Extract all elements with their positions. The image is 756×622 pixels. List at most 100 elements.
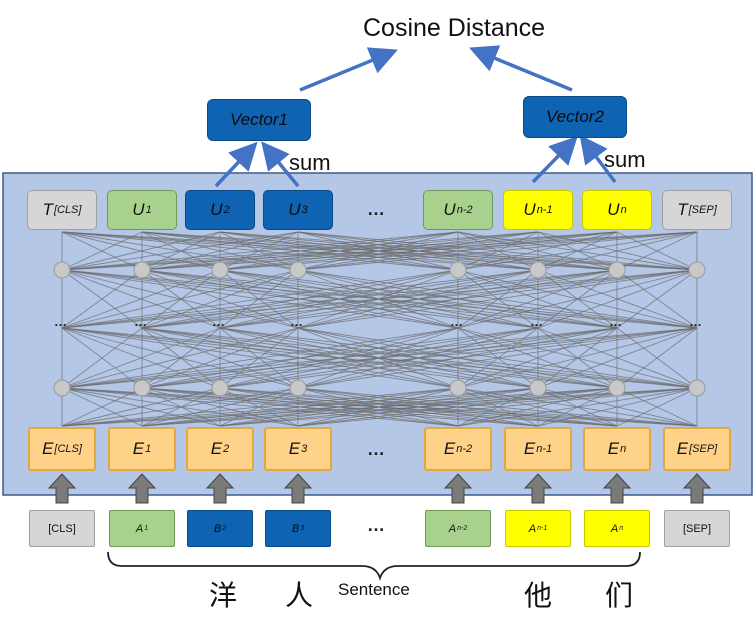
edge — [61, 231, 698, 271]
hidden-node — [688, 261, 706, 279]
embedding-token-main: E — [288, 439, 301, 458]
up-arrow — [283, 473, 313, 504]
hidden-ellipsis: … — [212, 314, 226, 329]
edge — [537, 387, 698, 427]
hidden-ellipsis: … — [54, 314, 68, 329]
embedding-token-main: E — [210, 439, 223, 458]
input-token-main: [CLS] — [48, 522, 76, 535]
embedding-token: E[CLS] — [28, 427, 96, 471]
edge — [61, 231, 299, 271]
up-arrow — [682, 473, 712, 504]
hidden-node — [529, 261, 547, 279]
char-ta: 他 — [524, 579, 553, 612]
edge — [457, 231, 698, 271]
embedding-token-sub: 1 — [145, 443, 152, 455]
edge — [61, 387, 299, 427]
input-token: [SEP] — [664, 510, 730, 547]
edge — [616, 327, 698, 389]
hidden-node — [608, 379, 626, 397]
input-token-sub: 1 — [144, 525, 149, 532]
input-token-sub: n-2 — [457, 525, 468, 532]
hidden-layer-edges — [61, 231, 698, 427]
edge — [616, 231, 698, 271]
hidden-node — [608, 261, 626, 279]
up-arrow — [205, 473, 235, 504]
output-token-main: U — [210, 200, 223, 219]
edge — [141, 327, 698, 389]
edge — [457, 327, 698, 389]
edge — [61, 327, 539, 389]
edge — [61, 231, 143, 271]
output-token-sub: n-2 — [456, 204, 473, 216]
edge — [141, 387, 698, 427]
hidden-ellipsis: … — [450, 314, 464, 329]
embedding-token-sub: n-2 — [456, 443, 473, 455]
output-token-main: T — [677, 200, 688, 219]
arrow-un-to-vector2 — [579, 134, 617, 184]
output-token-main: U — [523, 200, 536, 219]
embedding-token-sub: n-1 — [536, 443, 553, 455]
embedding-token-sub: 3 — [301, 443, 308, 455]
hidden-node — [289, 379, 307, 397]
hidden-ellipsis: … — [290, 314, 304, 329]
edge — [61, 327, 221, 389]
char-ren: 人 — [285, 579, 314, 612]
edge — [61, 269, 143, 329]
embedding-token-main: E — [676, 439, 689, 458]
arrow-un1-to-vector2 — [531, 135, 578, 184]
arrow-u2-to-vector1 — [214, 141, 258, 188]
up-arrow — [602, 473, 632, 504]
embedding-token-main: E — [607, 439, 620, 458]
input-token-main: A — [610, 522, 619, 535]
vector2-box: Vector2 — [523, 96, 627, 138]
edge — [297, 269, 698, 329]
up-arrow — [47, 473, 77, 504]
input-token-main: B — [213, 522, 222, 535]
char-men: 们 — [605, 579, 634, 612]
embedding-token-main: E — [132, 439, 145, 458]
input-arrows — [47, 473, 712, 504]
up-arrow — [127, 473, 157, 504]
output-token: T[SEP] — [662, 190, 732, 230]
edge — [616, 387, 698, 427]
input-token-main: [SEP] — [682, 522, 712, 535]
edge — [61, 387, 221, 427]
output-token-sub: 3 — [301, 204, 308, 216]
hidden-node — [53, 379, 71, 397]
arrow-vector1-to-cosine — [299, 47, 398, 92]
edge — [61, 387, 459, 427]
input-token-sub: n-1 — [537, 525, 548, 532]
input-token-sub: 2 — [222, 525, 227, 532]
edge — [61, 231, 221, 271]
hidden-node — [133, 379, 151, 397]
hidden-ellipsis: … — [530, 314, 544, 329]
sum-label-right: sum — [604, 147, 646, 172]
sentence-label: Sentence — [338, 580, 410, 599]
output-token-sub: 2 — [223, 204, 230, 216]
edge — [61, 387, 698, 427]
hidden-node — [133, 261, 151, 279]
output-ellipsis: … — [367, 199, 386, 219]
edge — [61, 269, 698, 329]
edge — [219, 269, 698, 329]
embedding-token-main: E — [443, 439, 456, 458]
edge — [61, 327, 698, 389]
hidden-node — [53, 261, 71, 279]
edge — [141, 269, 698, 329]
edge — [219, 327, 698, 389]
arrow-vector2-to-cosine — [469, 45, 573, 92]
input-token-main: B — [291, 522, 300, 535]
edge — [61, 231, 459, 271]
